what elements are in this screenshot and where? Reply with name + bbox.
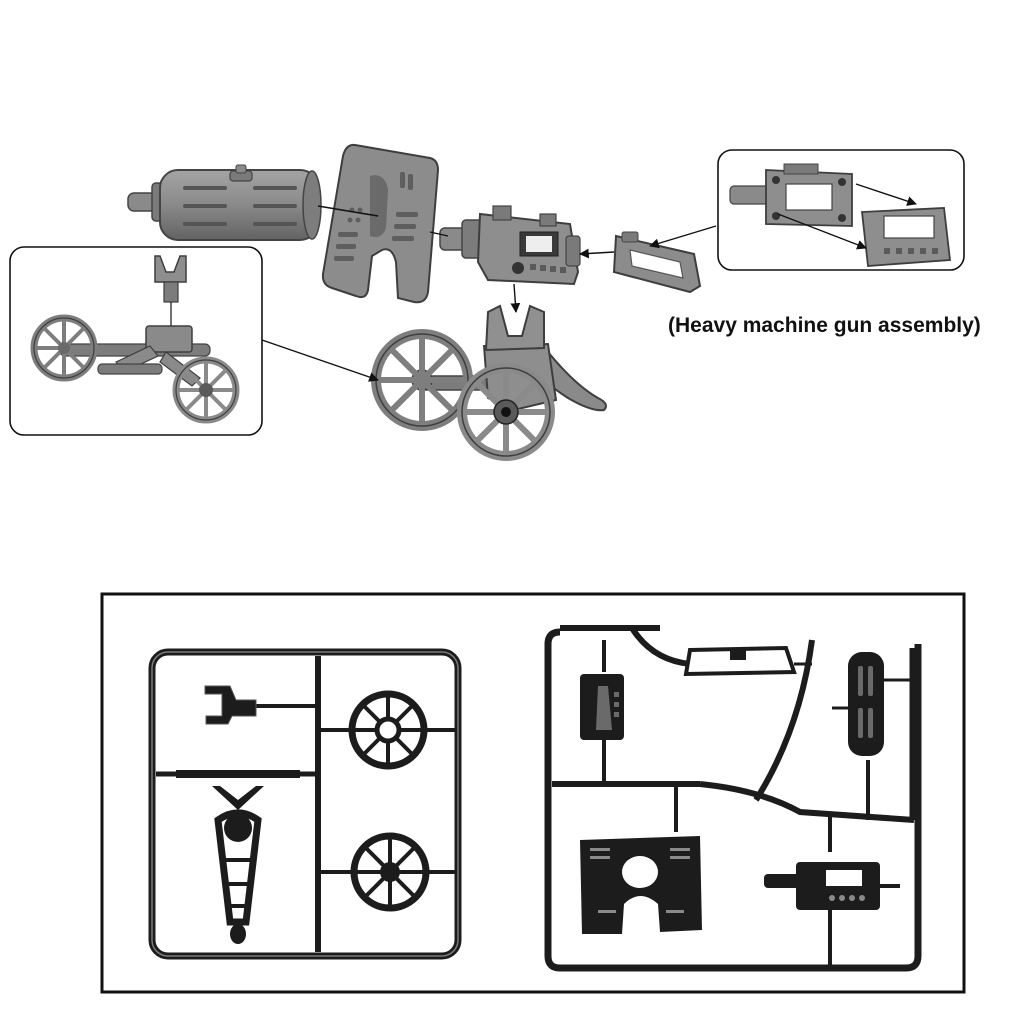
receiver-part (439, 205, 581, 286)
sprue-gun-shield (580, 836, 702, 934)
assembly-caption: (Heavy machine gun assembly) (668, 314, 981, 337)
carriage-detail-inset (9, 246, 263, 436)
sprue-wheel-bottom (350, 832, 430, 912)
receiver-detail-inset (717, 149, 965, 271)
feed-cover-part (612, 231, 702, 294)
barrel-jacket-part (127, 164, 322, 241)
sprue-wheel-top (348, 690, 428, 770)
assembly-arrows (261, 205, 717, 382)
gun-shield-part (321, 143, 440, 304)
sprue-receiver (764, 862, 900, 910)
right-sprue (544, 625, 922, 972)
sprue-panel (100, 592, 966, 994)
sprue-barrel (832, 652, 912, 756)
inset-wheel-right (172, 356, 240, 424)
sprue-trail-part (176, 770, 300, 944)
exploded-assembly (9, 143, 965, 461)
sprue-receiver-side (580, 674, 624, 740)
left-sprue (148, 648, 462, 960)
sprue-feed-cover (683, 645, 812, 677)
carriage-wheel-front (457, 363, 555, 461)
inset-wheel-left (30, 314, 98, 382)
carriage-wheel-rear (371, 329, 473, 431)
carriage-assembly (371, 304, 607, 461)
